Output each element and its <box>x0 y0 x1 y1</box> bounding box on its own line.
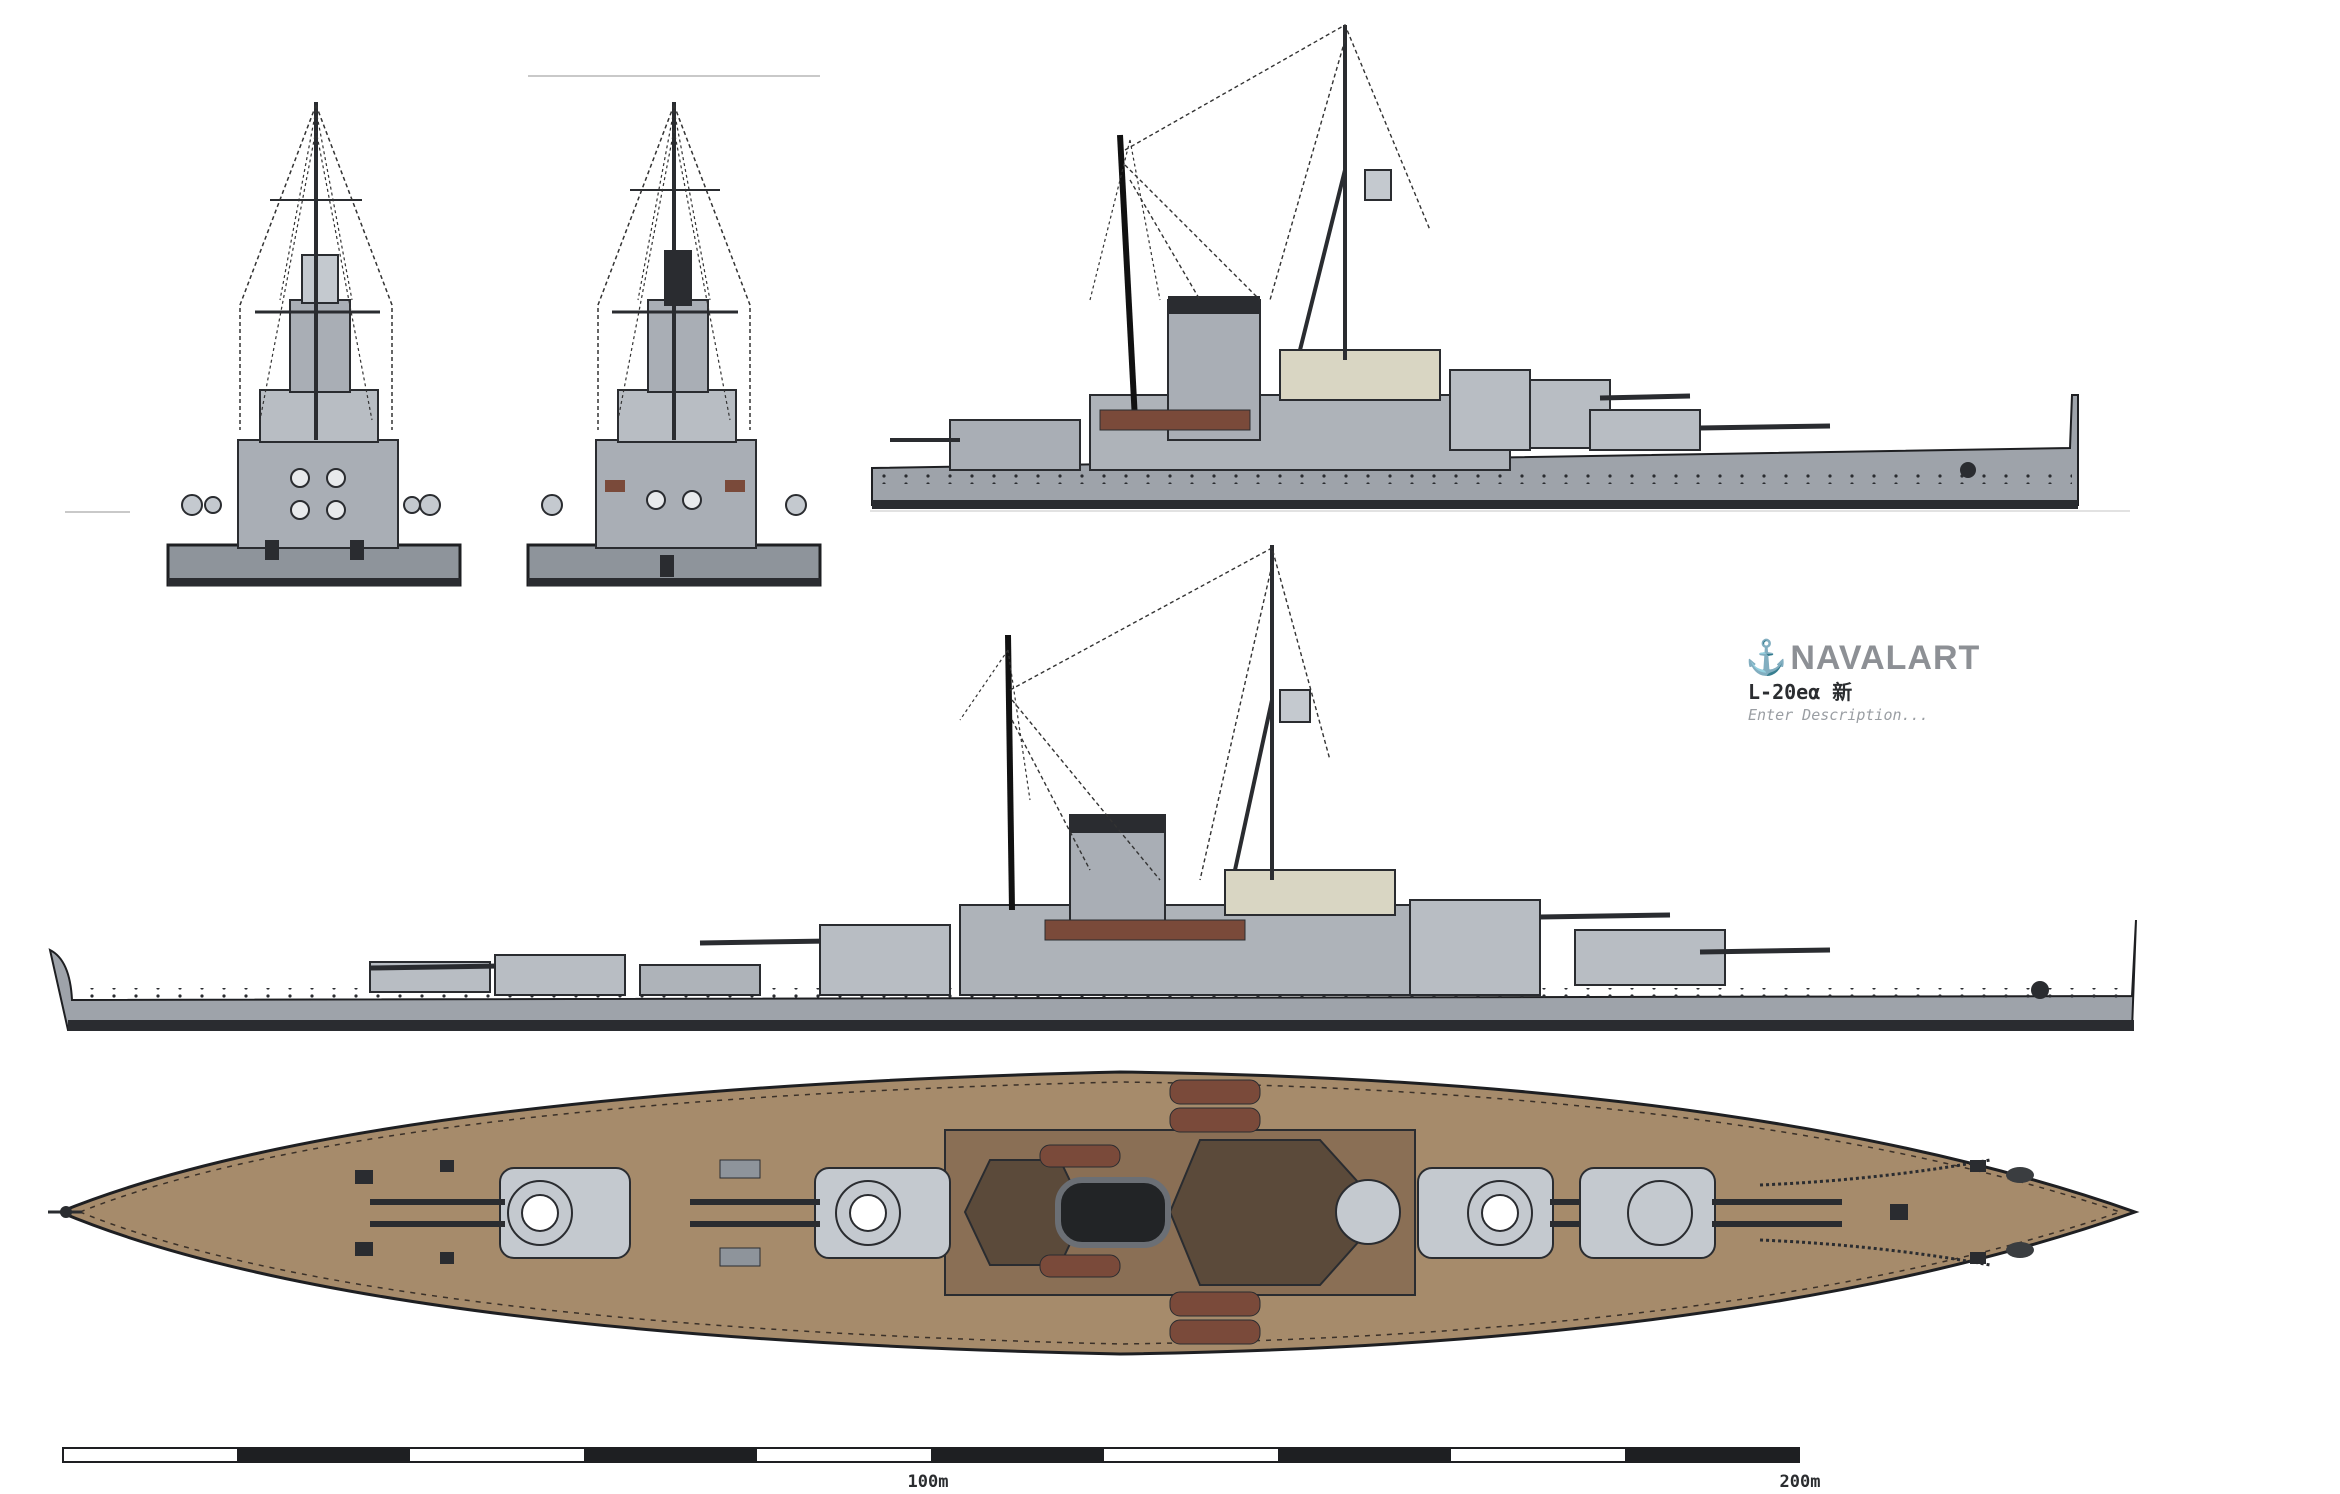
design-description: Enter Description... <box>1748 706 1929 724</box>
brand-name: NAVALART <box>1790 639 1981 677</box>
scale-label-200m: 200m <box>1779 1472 1821 1492</box>
side-view-lower <box>48 545 2137 1031</box>
scale-label-100m: 100m <box>907 1472 949 1492</box>
design-name: L-20eα 新 <box>1748 680 1853 704</box>
side-view-upper <box>870 23 2130 512</box>
scale-bar <box>62 1447 1800 1463</box>
plan-view-deck <box>48 1070 2140 1356</box>
watermark-brand: ⚓NAVALART <box>1745 638 1980 678</box>
anchor-icon: ⚓ <box>1745 639 1789 677</box>
turret-y <box>1579 1167 1842 1259</box>
front-view-stern <box>526 75 822 587</box>
turret-a <box>370 1167 631 1259</box>
turret-b <box>690 1167 951 1259</box>
front-view-bow <box>65 102 462 587</box>
